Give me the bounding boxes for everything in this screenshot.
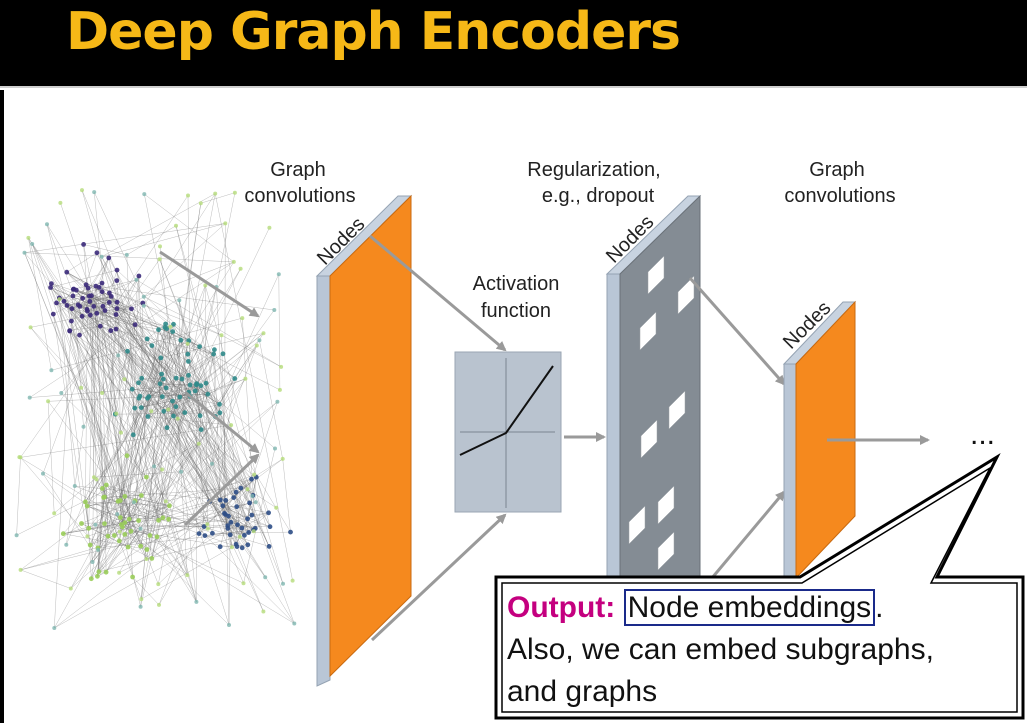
callout-text: Output: Node embeddings. Also, we can em…: [507, 587, 1017, 713]
conv-layer-2: [782, 300, 857, 585]
reg-label-line1: Regularization,: [527, 159, 660, 181]
activation-function-box: [454, 351, 562, 513]
callout-line1: Output: Node embeddings.: [507, 587, 1017, 629]
conv-layer-1: [315, 194, 413, 687]
reg-label-line2: e.g., dropout: [542, 185, 655, 207]
callout-box: [494, 453, 1025, 720]
conv2-label-line1: Graph: [809, 159, 865, 181]
callout-line3: and graphs: [507, 675, 658, 708]
output-period: .: [875, 591, 884, 624]
output-value: Node embeddings: [623, 589, 876, 626]
activation-label-line1: Activation: [473, 273, 560, 295]
dropout-holes: [628, 255, 695, 571]
conv2-label-line2: convolutions: [784, 185, 895, 207]
dropout-layer: [605, 194, 702, 587]
ellipsis: ...: [970, 418, 995, 451]
title-divider: [0, 86, 1027, 94]
output-label: Output:: [507, 591, 616, 624]
callout-line2: Also, we can embed subgraphs,: [507, 633, 934, 666]
input-arrows: [159, 250, 260, 527]
activation-label-line2: function: [481, 300, 551, 322]
conv1-label-line1: Graph: [270, 159, 326, 181]
slide-title: Deep Graph Encoders: [66, 2, 681, 62]
title-bar: [0, 0, 1027, 86]
to-conv2-arrows: [688, 277, 786, 579]
left-edge-strip: [0, 90, 4, 723]
conv1-label-line2: convolutions: [244, 185, 355, 207]
input-network-graph: [14, 188, 297, 630]
to-activation-arrows: [369, 234, 507, 642]
